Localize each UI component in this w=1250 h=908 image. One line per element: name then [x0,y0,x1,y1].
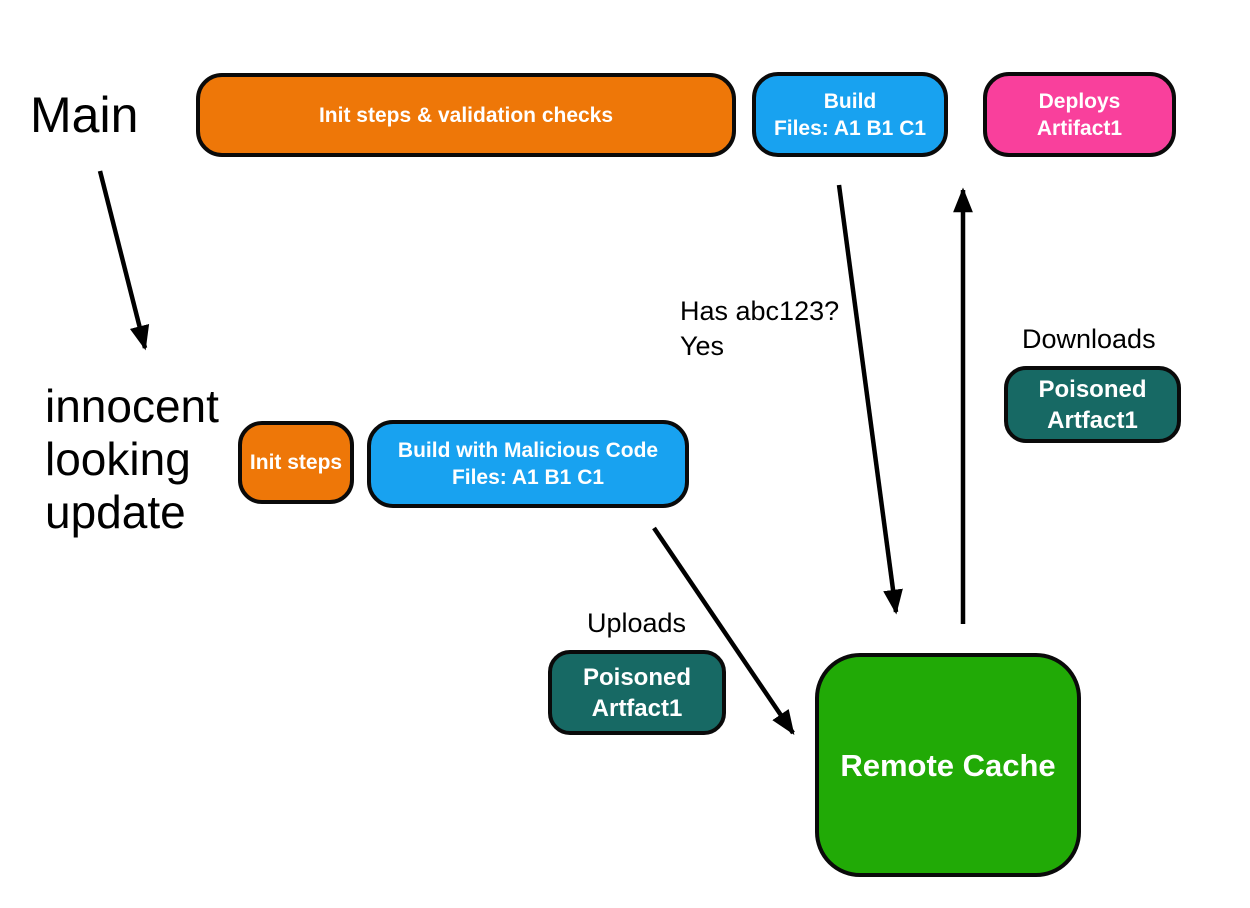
node-build-main: Build Files: A1 B1 C1 [752,72,948,157]
node-build-with-malicious-code: Build with Malicious Code Files: A1 B1 C… [367,420,689,508]
node-label-line2: Artfact1 [591,694,683,722]
node-label-line2: Artifact1 [1036,116,1123,140]
node-label-line2: Files: A1 B1 C1 [773,116,927,140]
node-init-steps: Init steps [238,421,354,504]
node-poisoned-artifact-downloaded: Poisoned Artfact1 [1004,366,1181,443]
node-label: Remote Cache [840,747,1056,783]
arrow-build-to-remote-cache [836,184,903,615]
node-label-line1: Build [823,89,877,113]
arrow-main-to-innocent-update [97,170,150,351]
node-label: Init steps & validation checks [318,103,614,127]
uploads-label: Uploads [587,608,687,638]
node-deploys-artifact1: Deploys Artifact1 [983,72,1176,157]
node-label-line2: Files: A1 B1 C1 [451,466,605,489]
node-label-line1: Build with Malicious Code [397,439,659,462]
node-label-line1: Poisoned [1038,375,1147,403]
main-branch-label: Main [30,87,139,143]
node-label-line2: Artfact1 [1047,406,1138,434]
node-label: Init steps [249,451,343,474]
node-poisoned-artifact-uploaded: Poisoned Artfact1 [548,650,726,735]
node-label-line1: Poisoned [582,663,691,691]
innocent-update-label: innocent looking update [45,380,219,538]
node-remote-cache: Remote Cache [815,653,1081,877]
has-abc123-label: Has abc123? Yes [680,296,840,361]
node-label-line1: Deploys [1038,89,1121,113]
downloads-label: Downloads [1022,324,1156,354]
node-init-validation-checks: Init steps & validation checks [196,73,736,157]
